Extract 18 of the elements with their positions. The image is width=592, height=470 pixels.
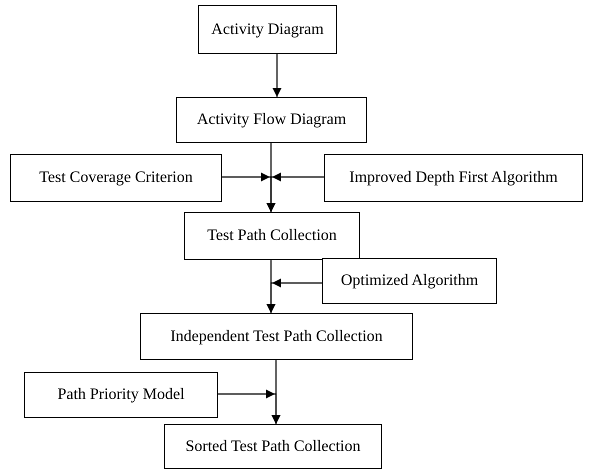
box-label: Independent Test Path Collection	[170, 328, 383, 346]
box-label: Activity Diagram	[211, 20, 324, 38]
box-label: Test Coverage Criterion	[39, 169, 193, 187]
process-box	[176, 97, 367, 143]
process-box	[10, 154, 222, 202]
process-box	[322, 258, 497, 304]
process-box	[24, 372, 218, 418]
box-label: Sorted Test Path Collection	[185, 438, 360, 456]
process-box	[324, 154, 583, 202]
process-box	[184, 212, 360, 260]
box-label: Test Path Collection	[207, 227, 337, 245]
box-label: Optimized Algorithm	[340, 272, 478, 290]
box-label: Improved Depth First Algorithm	[349, 169, 558, 187]
process-box	[164, 424, 382, 469]
box-label: Activity Flow Diagram	[196, 111, 346, 129]
process-box	[140, 313, 413, 360]
box-label: Path Priority Model	[57, 386, 185, 404]
process-box	[198, 5, 337, 54]
